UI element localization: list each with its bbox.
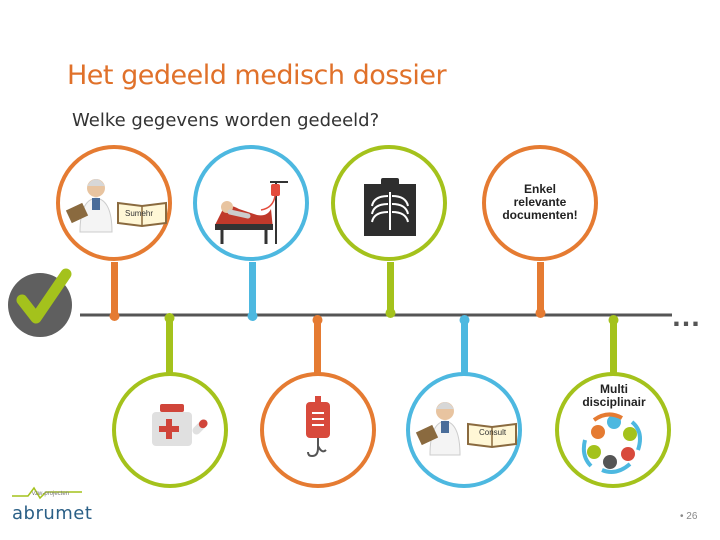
slide-number-value: 26: [686, 511, 698, 522]
team-circle-icon: [581, 412, 642, 474]
connector-top-1: [109, 262, 120, 321]
doctor-icon: [65, 179, 113, 233]
connector-bottom-2: [312, 315, 323, 373]
circle-bottom-3: [406, 372, 522, 488]
logo-tagline: vzw-projecten: [32, 491, 70, 497]
logo-mark-icon: [12, 486, 82, 500]
connector-bottom-3: [459, 315, 470, 375]
logo: abrumet: [12, 503, 93, 524]
hospital-bed-icon: [215, 181, 288, 244]
circle-top-4: [482, 145, 598, 261]
circle-top-2: [193, 145, 309, 261]
connector-bottom-1: [164, 313, 175, 373]
circle-top-1: [56, 145, 172, 261]
book-icon: [117, 201, 167, 228]
book-label-sumehr: Sumehr: [125, 209, 154, 218]
label-multidisciplinary: Multi disciplinair: [582, 382, 646, 409]
slide-number-prefix: •: [680, 511, 684, 522]
page-title: Het gedeeld medisch dossier: [67, 60, 447, 91]
connector-top-4: [535, 262, 546, 318]
label-relevant-documents: Enkel relevante documenten!: [502, 182, 578, 222]
doctor-consult-icon: [415, 402, 517, 456]
connector-top-3: [385, 262, 396, 318]
book-label-consult: Consult: [479, 428, 507, 437]
connector-top-2: [247, 262, 258, 321]
xray-icon: [364, 178, 416, 236]
blood-bag-icon: [306, 396, 330, 458]
connector-bottom-4: [608, 315, 619, 375]
slide-number: • 26: [680, 511, 697, 522]
medicine-icon: [152, 404, 208, 446]
checkmark-icon: [8, 268, 72, 337]
timeline-continues: …: [671, 300, 702, 333]
page-subtitle: Welke gegevens worden gedeeld?: [72, 110, 380, 131]
